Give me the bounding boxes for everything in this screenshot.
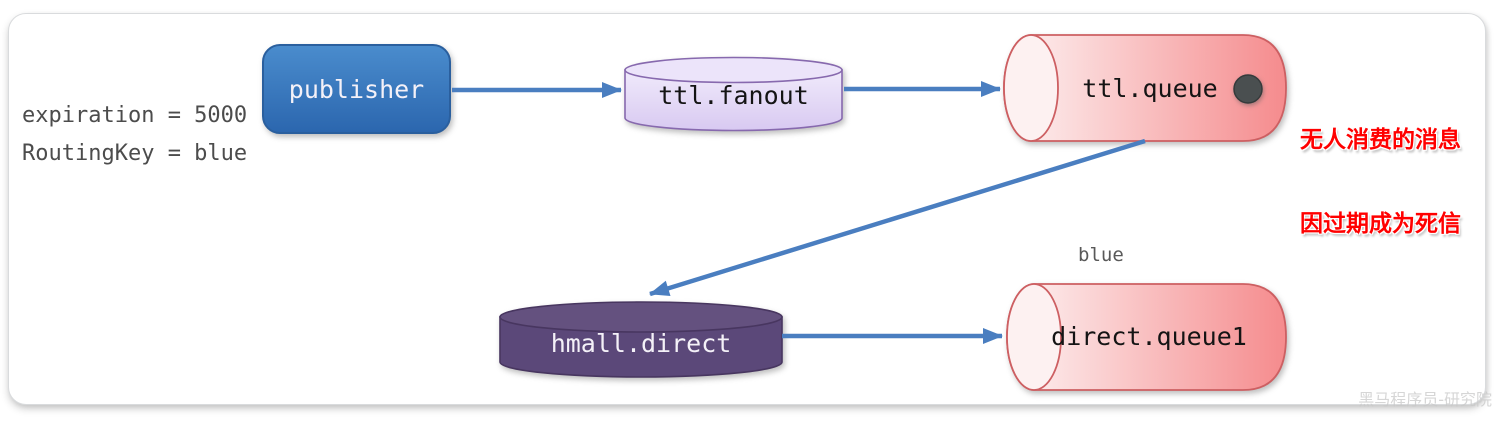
message-dot xyxy=(1233,74,1263,104)
direct-queue1-label: direct.queue1 xyxy=(1051,321,1247,351)
dead-letter-note: 无人消费的消息 因过期成为死信 xyxy=(1300,70,1480,294)
publisher-node xyxy=(262,44,451,134)
arrow-ttlqueue-to-hmalldirect xyxy=(649,138,1146,297)
ttl-fanout-exchange-shape xyxy=(624,56,843,132)
hmall-direct-top-face xyxy=(499,301,783,333)
hmall-direct-exchange-shape xyxy=(499,301,783,378)
ttl-fanout-top-face xyxy=(624,56,843,84)
hmall-direct-label: hmall.direct xyxy=(550,328,732,358)
ttl-queue-label: ttl.queue xyxy=(1082,73,1218,103)
publisher-label: publisher xyxy=(288,74,425,104)
watermark-text: 黑马程序员-研究院 xyxy=(1358,390,1492,409)
dead-letter-note-line2: 因过期成为死信 xyxy=(1300,211,1461,236)
direct-queue1-cap xyxy=(1006,283,1062,391)
binding-key-blue-label: blue xyxy=(1078,244,1124,266)
dead-letter-note-line1: 无人消费的消息 xyxy=(1300,127,1461,152)
direct-queue1-shape xyxy=(1006,283,1287,391)
expiration-property-label: expiration = 5000 xyxy=(22,103,248,128)
ttl-fanout-label: ttl.fanout xyxy=(658,80,809,110)
ttl-queue-shape xyxy=(1003,34,1287,142)
ttl-queue-cap xyxy=(1003,34,1059,142)
routing-key-property-label: RoutingKey = blue xyxy=(22,141,248,166)
